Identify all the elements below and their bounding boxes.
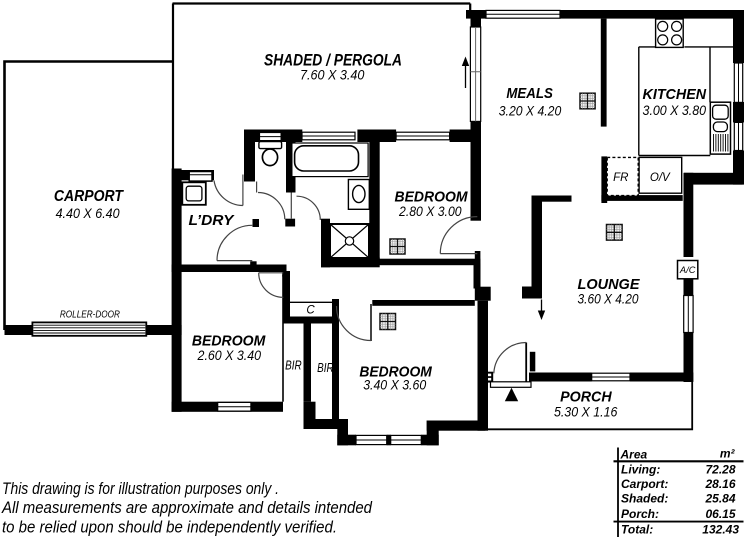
svg-text:SHADED / PERGOLA: SHADED / PERGOLA (264, 50, 402, 69)
svg-text:3.60 X 4.20: 3.60 X 4.20 (578, 291, 639, 307)
svg-text:BEDROOM: BEDROOM (192, 332, 266, 349)
svg-text:PORCH: PORCH (560, 389, 613, 406)
svg-text:L’DRY: L’DRY (189, 212, 236, 229)
svg-text:FR: FR (613, 172, 628, 184)
svg-text:Area: Area (620, 447, 648, 461)
svg-text:Living:: Living: (621, 463, 660, 477)
svg-text:4.40 X 6.40: 4.40 X 6.40 (56, 205, 120, 221)
svg-text:2.60 X 3.40: 2.60 X 3.40 (197, 347, 262, 363)
svg-text:O/V: O/V (650, 172, 671, 184)
svg-text:Shaded:: Shaded: (621, 492, 668, 506)
svg-text:MEALS: MEALS (506, 85, 553, 102)
svg-text:7.60 X 3.40: 7.60 X 3.40 (300, 67, 365, 83)
svg-text:2.80 X 3.00: 2.80 X 3.00 (398, 203, 462, 219)
svg-text:This drawing is for illustrati: This drawing is for illustration purpose… (2, 480, 279, 498)
svg-text:BEDROOM: BEDROOM (395, 189, 468, 206)
svg-text:28.16: 28.16 (704, 477, 735, 491)
svg-text:All measurements are approxima: All measurements are approximate and det… (1, 499, 373, 517)
svg-text:25.84: 25.84 (704, 492, 735, 506)
svg-text:3.40 X 3.60: 3.40 X 3.60 (363, 376, 426, 392)
svg-text:Carport:: Carport: (621, 477, 668, 491)
svg-text:3.20 X 4.20: 3.20 X 4.20 (499, 103, 562, 119)
svg-text:BIR: BIR (285, 358, 302, 373)
svg-text:72.28: 72.28 (705, 463, 735, 477)
svg-text:BIR: BIR (317, 360, 334, 375)
svg-text:3.00 X 3.80: 3.00 X 3.80 (643, 102, 707, 118)
svg-text:m²: m² (720, 447, 736, 461)
svg-text:LOUNGE: LOUNGE (578, 276, 641, 293)
svg-text:Porch:: Porch: (621, 507, 659, 521)
svg-text:06.15: 06.15 (705, 507, 735, 521)
svg-text:BEDROOM: BEDROOM (359, 363, 432, 380)
svg-text:to be relied upon should be in: to be relied upon should be independentl… (2, 518, 337, 536)
svg-text:132.43: 132.43 (702, 523, 739, 537)
svg-text:A/C: A/C (679, 265, 696, 275)
svg-text:C: C (306, 305, 315, 317)
svg-text:5.30 X 1.16: 5.30 X 1.16 (554, 404, 618, 420)
svg-text:KITCHEN: KITCHEN (643, 86, 708, 103)
svg-text:ROLLER-DOOR: ROLLER-DOOR (60, 310, 120, 321)
svg-text:CARPORT: CARPORT (54, 188, 124, 205)
svg-text:Total:: Total: (621, 523, 653, 537)
